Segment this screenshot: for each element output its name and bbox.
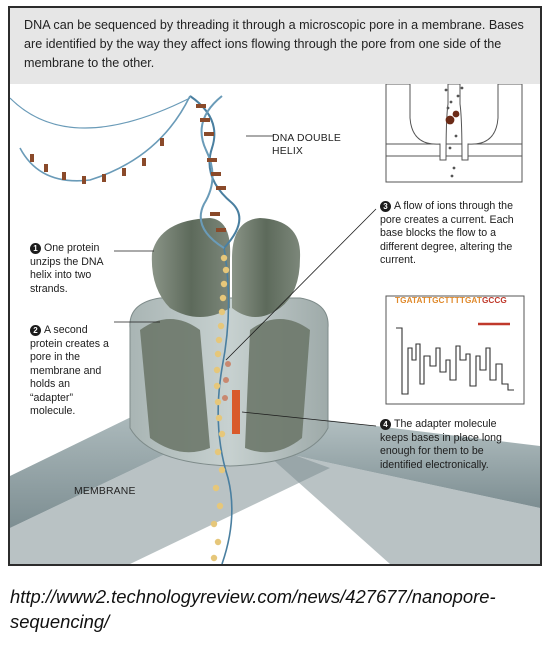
header-text: DNA can be sequenced by threading it thr… [24, 18, 524, 70]
base-sequence-text: TGATATTGCTTTTGATGCCG [395, 296, 507, 305]
current-trace-inset [385, 295, 525, 405]
dna-double-helix [10, 95, 241, 249]
callout-text-4: The adapter molecule keeps bases in plac… [380, 418, 502, 471]
dna-double-helix-label: DNA DOUBLE HELIX [272, 132, 341, 158]
callout-number-4: 4 [380, 419, 391, 430]
base-sequence-start: TGATATTGCTTTTGAT [395, 296, 482, 305]
source-url[interactable]: http://www2.technologyreview.com/news/42… [10, 586, 496, 632]
callout-text-1: One protein unzips the DNA helix into tw… [30, 242, 104, 295]
dna-double-helix-label-line2: HELIX [272, 146, 304, 157]
ion-flow-inset [385, 83, 523, 183]
caption-header: DNA can be sequenced by threading it thr… [10, 8, 540, 84]
pore-protein [129, 297, 329, 467]
callout-text-3: A flow of ions through the pore creates … [380, 200, 514, 266]
base-sequence-highlight: GCCG [481, 296, 507, 305]
callout-text-2: A second protein creates a pore in the m… [30, 324, 109, 417]
callout-number-3: 3 [380, 201, 391, 212]
base-sequence: TGATATTGCTTTTGATGCCG [395, 296, 507, 305]
dna-double-helix-label-line1: DNA DOUBLE [272, 133, 341, 144]
membrane-label: MEMBRANE [74, 486, 136, 497]
dna-single-strand [210, 247, 233, 564]
adapter-molecule [232, 390, 240, 434]
nanopore-illustration [10, 83, 540, 564]
leader-lines [114, 135, 377, 427]
nanopore-figure: DNA can be sequenced by threading it thr… [8, 6, 542, 566]
helicase-protein [151, 218, 301, 317]
callout-number-2: 2 [30, 325, 41, 336]
callout-number-1: 1 [30, 243, 41, 254]
